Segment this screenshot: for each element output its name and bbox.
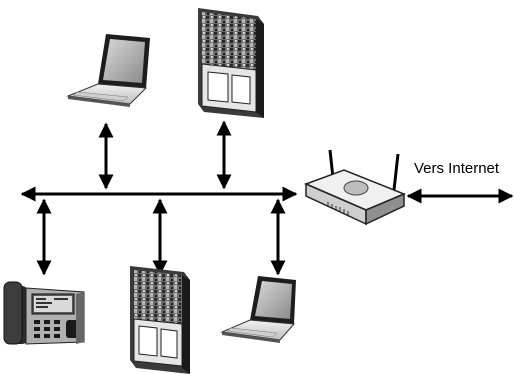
wireless-router-icon [303,149,406,226]
laptop-icon [66,34,150,107]
tv-kiosk-icon [198,8,264,118]
laptop-icon [220,276,296,343]
tv-kiosk-icon [130,266,190,374]
internet-label: Vers Internet [414,160,500,177]
ip-phone-icon [3,281,85,345]
